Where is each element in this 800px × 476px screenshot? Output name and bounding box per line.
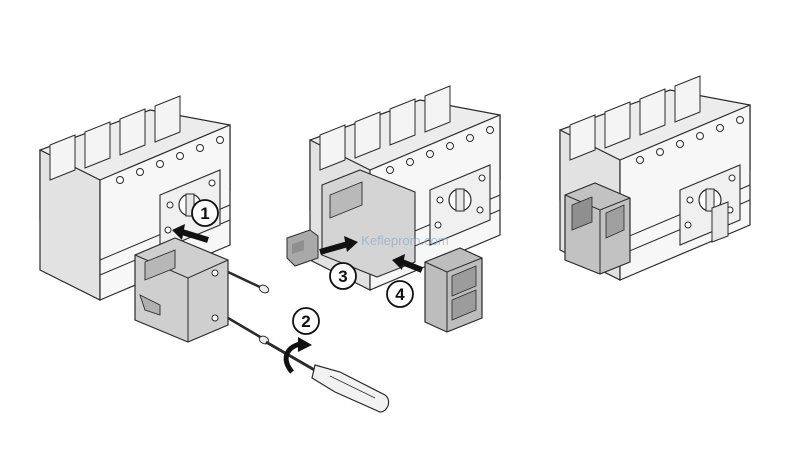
step-label-1: 1 — [200, 204, 209, 223]
step-badge-1: 1 — [191, 199, 219, 227]
bracket-mounted-middle — [321, 169, 416, 278]
arrow-icon-step-4 — [392, 254, 424, 273]
step-label-2: 2 — [301, 312, 310, 331]
screw-upper — [227, 270, 270, 294]
aux-contact-left — [286, 229, 319, 267]
step-label-3: 3 — [338, 267, 347, 286]
step-badge-3: 3 — [329, 262, 357, 290]
screwdriver — [265, 340, 390, 413]
step-label-4: 4 — [395, 285, 405, 304]
arrow-icon-step-3 — [319, 236, 358, 255]
mounting-bracket — [134, 237, 229, 343]
arrow-icon-step-1 — [172, 224, 209, 243]
step-badge-2: 2 — [292, 307, 320, 335]
rotate-arrow-icon — [283, 337, 312, 374]
aux-contact-block — [424, 247, 483, 333]
watermark: Kefleprom.com — [361, 233, 448, 248]
screw-lower — [227, 316, 270, 345]
shaft-right — [711, 201, 729, 243]
aux-contact-installed — [564, 182, 631, 275]
step-badge-4: 4 — [386, 280, 414, 308]
